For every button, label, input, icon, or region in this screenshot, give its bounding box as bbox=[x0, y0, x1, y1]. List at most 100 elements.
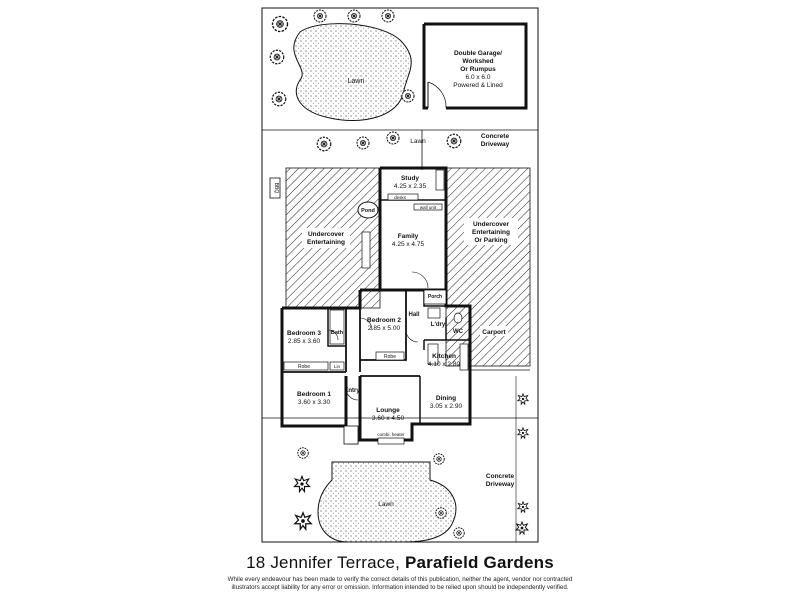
concrete-driveway-label: Concrete bbox=[481, 133, 510, 140]
disclaimer-line: While every endeavour has been made to v… bbox=[227, 576, 573, 583]
svg-text:Or Rumpus: Or Rumpus bbox=[460, 66, 496, 73]
shrub-icon bbox=[517, 427, 529, 439]
svg-text:Bedroom 1: Bedroom 1 bbox=[297, 391, 331, 398]
svg-text:3.05 x 2.90: 3.05 x 2.90 bbox=[430, 403, 463, 410]
bedroom2-robe bbox=[375, 351, 405, 361]
svg-text:desks: desks bbox=[394, 195, 407, 200]
tree-icon bbox=[316, 136, 332, 152]
svg-text:4.10 x 2.80: 4.10 x 2.80 bbox=[428, 361, 461, 368]
tree-icon bbox=[347, 9, 361, 23]
garage: Double Garage/ Workshed Or Rumpus 6.0 x … bbox=[422, 22, 528, 110]
svg-text:Lounge: Lounge bbox=[376, 407, 400, 414]
kitchen-bench bbox=[427, 343, 439, 365]
svg-text:Workshed: Workshed bbox=[462, 58, 493, 65]
lawn-bottom bbox=[317, 461, 457, 543]
svg-text:4.25 x 2.35: 4.25 x 2.35 bbox=[394, 183, 427, 190]
desks bbox=[387, 193, 419, 201]
property-title: 18 Jennifer Terrace, Parafield Gardens bbox=[0, 553, 800, 573]
tree-icon bbox=[386, 131, 400, 145]
tree-icon bbox=[297, 447, 309, 459]
lawn-label: Lawn bbox=[410, 138, 426, 145]
laundry-tub bbox=[427, 307, 441, 319]
concrete-driveway-label: Concrete bbox=[486, 473, 515, 480]
undercover-parking-label: Undercover bbox=[473, 221, 510, 228]
footer: 18 Jennifer Terrace, Parafield Gardens W… bbox=[0, 553, 800, 591]
room-labels: Study 4.25 x 2.35 desks wall unit Family… bbox=[287, 175, 464, 437]
svg-text:Dining: Dining bbox=[436, 395, 456, 402]
pond bbox=[357, 201, 379, 219]
shrub-icon bbox=[294, 512, 312, 530]
undercover-parking-label: Entertaining bbox=[472, 229, 510, 236]
concrete-driveway-label: Driveway bbox=[486, 481, 515, 488]
svg-text:Lin: Lin bbox=[334, 364, 341, 369]
svg-text:Bedroom 3: Bedroom 3 bbox=[287, 330, 321, 337]
svg-text:Bath: Bath bbox=[331, 330, 344, 336]
svg-text:Porch: Porch bbox=[428, 294, 442, 300]
tree-icon bbox=[453, 527, 465, 539]
svg-text:L'dry: L'dry bbox=[431, 322, 446, 328]
porch bbox=[423, 289, 447, 305]
svg-text:Family: Family bbox=[398, 233, 419, 240]
svg-text:Entry: Entry bbox=[344, 388, 360, 394]
address: 18 Jennifer Terrace, bbox=[246, 553, 401, 572]
svg-text:3.60 x 4.50: 3.60 x 4.50 bbox=[372, 415, 405, 422]
bath-tub bbox=[329, 309, 345, 345]
svg-text:Double Garage/: Double Garage/ bbox=[454, 50, 502, 57]
carport-label: Carport bbox=[482, 329, 506, 336]
lawn-label: Lawn bbox=[348, 78, 365, 85]
study-cupboard bbox=[435, 169, 445, 191]
lawn-label: Lawn bbox=[378, 501, 394, 508]
disclaimer: While every endeavour has been made to v… bbox=[0, 576, 800, 591]
tree-icon bbox=[381, 9, 395, 23]
svg-text:Bedroom 2: Bedroom 2 bbox=[367, 317, 401, 324]
svg-text:Pond: Pond bbox=[361, 208, 375, 214]
shrub-icon bbox=[517, 393, 529, 405]
svg-text:Robe: Robe bbox=[298, 364, 310, 370]
tree-icon bbox=[356, 136, 370, 150]
concrete-driveway-label: Driveway bbox=[481, 141, 510, 148]
fireplace bbox=[377, 437, 405, 445]
suburb: Parafield Gardens bbox=[404, 553, 554, 572]
bbq bbox=[269, 177, 281, 199]
tree-icon bbox=[313, 9, 327, 23]
tree-icon bbox=[271, 15, 289, 33]
hall-cabinet bbox=[361, 231, 371, 269]
disclaimer-line: illustrators accept liability for any er… bbox=[231, 583, 569, 591]
svg-text:combi. heater: combi. heater bbox=[377, 432, 405, 437]
tree-icon bbox=[433, 453, 445, 465]
undercover-entertaining-right bbox=[445, 167, 531, 367]
svg-text:Kitchen: Kitchen bbox=[432, 353, 456, 360]
svg-text:WC: WC bbox=[453, 329, 464, 335]
svg-text:6.0 x 6.0: 6.0 x 6.0 bbox=[466, 74, 491, 81]
floor-plan: Lawn Double Garage/ Workshed Or Rumpus 6… bbox=[261, 7, 539, 543]
linen-cupboard bbox=[329, 361, 345, 371]
bbq-label: BBQ bbox=[273, 183, 279, 194]
svg-text:3.60 x 3.30: 3.60 x 3.30 bbox=[298, 399, 331, 406]
tree-icon bbox=[271, 91, 287, 107]
lawn-top bbox=[293, 23, 412, 121]
svg-text:Powered & Lined: Powered & Lined bbox=[453, 82, 503, 89]
kitchen-sink bbox=[459, 343, 469, 371]
shrub-icon bbox=[515, 521, 529, 535]
undercover-label: Entertaining bbox=[307, 239, 345, 246]
tree-icon bbox=[446, 133, 462, 149]
svg-text:wall unit: wall unit bbox=[420, 205, 437, 210]
tree-icon bbox=[435, 507, 447, 519]
svg-text:2.85 x 5.00: 2.85 x 5.00 bbox=[368, 325, 401, 332]
svg-text:Robe: Robe bbox=[384, 354, 396, 360]
bedroom3-robe bbox=[283, 361, 329, 371]
svg-text:2.85 x 3.60: 2.85 x 3.60 bbox=[288, 338, 321, 345]
svg-text:Study: Study bbox=[401, 175, 419, 182]
svg-text:Hall: Hall bbox=[408, 312, 419, 318]
shrub-icon bbox=[517, 501, 529, 513]
front-step bbox=[343, 425, 359, 445]
undercover-label: Undercover bbox=[308, 231, 345, 238]
toilet bbox=[453, 312, 463, 324]
svg-text:4.25 x 4.75: 4.25 x 4.75 bbox=[392, 241, 425, 248]
house bbox=[280, 166, 472, 442]
tree-icon bbox=[269, 49, 285, 65]
undercover-parking-label: Or Parking bbox=[474, 237, 507, 244]
shrub-icon bbox=[293, 475, 311, 493]
wall-unit bbox=[413, 203, 443, 211]
tree-icon bbox=[401, 89, 415, 103]
